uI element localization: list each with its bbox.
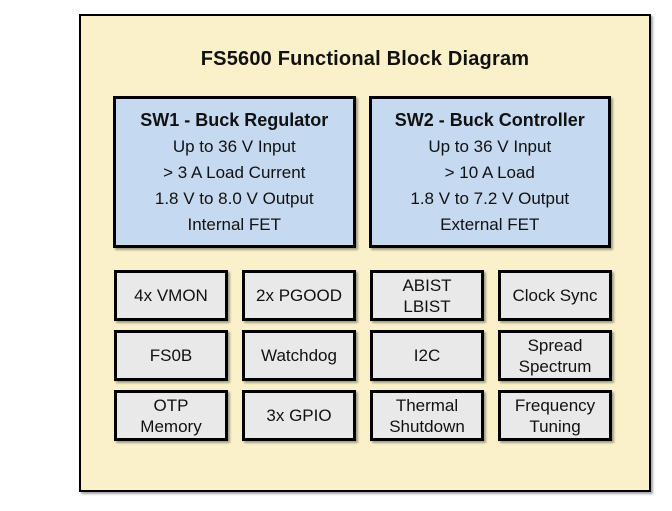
block-i2c: I2C bbox=[370, 330, 484, 381]
block-thermal-shutdown: Thermal Shutdown bbox=[370, 390, 484, 441]
block-gpio: 3x GPIO bbox=[242, 390, 356, 441]
feature-line: > 3 A Load Current bbox=[163, 162, 306, 182]
feature-line: External FET bbox=[440, 214, 540, 234]
block-spread-spectrum: Spread Spectrum bbox=[498, 330, 612, 381]
block-grid: 4x VMON 2x PGOOD ABIST LBIST Clock Sync … bbox=[114, 270, 612, 441]
feature-box-title: SW1 - Buck Regulator bbox=[140, 109, 329, 130]
feature-line: Up to 36 V Input bbox=[428, 136, 552, 156]
sw2-buck-controller-box: SW2 - Buck Controller Up to 36 V Input >… bbox=[368, 96, 611, 248]
feature-box-title: SW2 - Buck Controller bbox=[394, 109, 585, 130]
diagram-title: FS5600 Functional Block Diagram bbox=[200, 48, 530, 70]
block-frequency-tuning: Frequency Tuning bbox=[498, 390, 612, 441]
diagram-panel: FS5600 Functional Block Diagram SW1 - Bu… bbox=[79, 14, 651, 492]
block-abist-lbist: ABIST LBIST bbox=[370, 270, 484, 321]
block-pgood: 2x PGOOD bbox=[242, 270, 356, 321]
block-clock-sync: Clock Sync bbox=[498, 270, 612, 321]
feature-line: 1.8 V to 8.0 V Output bbox=[154, 188, 314, 208]
block-otp-memory: OTP Memory bbox=[114, 390, 228, 441]
feature-line: 1.8 V to 7.2 V Output bbox=[410, 188, 570, 208]
feature-line: > 10 A Load bbox=[444, 162, 535, 182]
block-vmon: 4x VMON bbox=[114, 270, 228, 321]
feature-line: Internal FET bbox=[187, 214, 282, 234]
block-fs0b: FS0B bbox=[114, 330, 228, 381]
block-watchdog: Watchdog bbox=[242, 330, 356, 381]
sw1-buck-regulator-box: SW1 - Buck Regulator Up to 36 V Input > … bbox=[113, 96, 356, 248]
feature-line: Up to 36 V Input bbox=[172, 136, 296, 156]
feature-row: SW1 - Buck Regulator Up to 36 V Input > … bbox=[113, 96, 611, 248]
